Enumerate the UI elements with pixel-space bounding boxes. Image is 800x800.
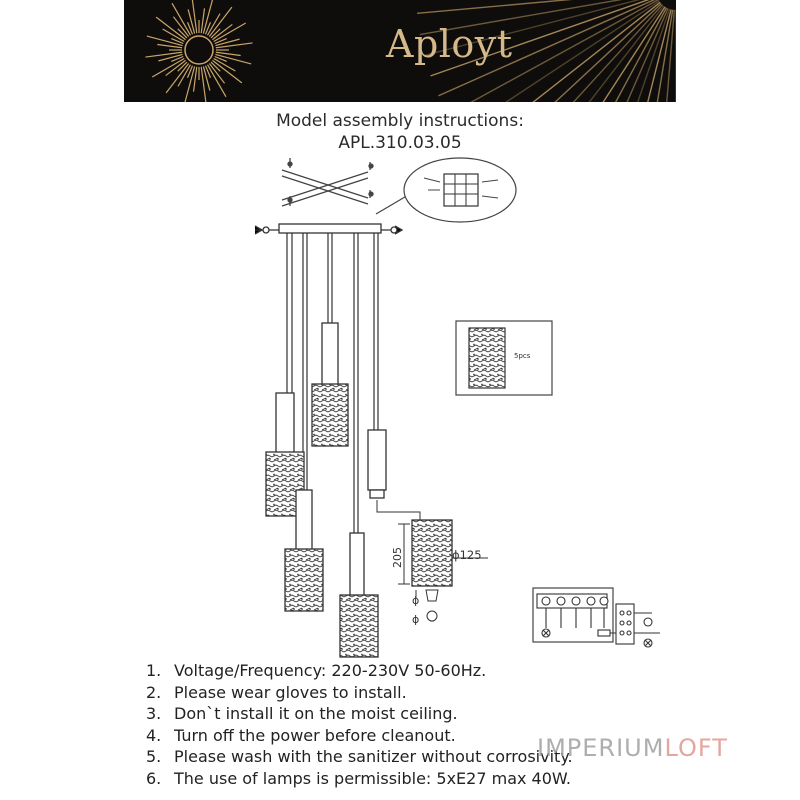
- assembly-drawing: 205 ϕ125 ϕ ϕ 5pcs: [254, 157, 660, 658]
- sunburst-icon: [145, 0, 676, 102]
- pendant-5-exploded: [367, 429, 453, 598]
- shade-detail-box: 5pcs: [455, 320, 553, 396]
- instruction-item: 5.Please wash with the sanitizer without…: [146, 747, 573, 766]
- bulb-icon: ϕ ϕ: [412, 589, 439, 626]
- instruction-item: 6.The use of lamps is permissible: 5xE27…: [146, 768, 571, 788]
- instruction-list: 1.Voltage/Frequency: 220-230V 50-60Hz. 2…: [146, 660, 706, 789]
- ceiling-canopy: [254, 223, 404, 235]
- brand-banner: Aployt: [124, 0, 676, 102]
- watermark: IMPERIUMLOFT: [537, 734, 728, 762]
- svg-text:ϕ: ϕ: [412, 613, 419, 626]
- pendant-3: [284, 489, 324, 612]
- height-label: 205: [391, 547, 404, 568]
- watermark-part1: IMPERIUM: [537, 734, 665, 762]
- instruction-item: 3.Don`t install it on the moist ceiling.: [146, 704, 458, 723]
- dimension-marks: [398, 523, 488, 585]
- diameter-label: ϕ125: [452, 548, 482, 562]
- instruction-item: 1.Voltage/Frequency: 220-230V 50-60Hz.: [146, 661, 487, 680]
- watermark-part2: LOFT: [664, 734, 728, 762]
- pendant-2: [311, 322, 349, 447]
- terminal-callout: [375, 157, 517, 223]
- svg-text:ϕ: ϕ: [412, 594, 419, 607]
- wiring-diagram: [532, 587, 660, 648]
- pendant-4: [339, 532, 379, 658]
- brand-logo: Aployt: [386, 22, 513, 66]
- instruction-item: 4.Turn off the power before cleanout.: [146, 725, 456, 745]
- mounting-bracket: [281, 158, 374, 207]
- shade-count-label: 5pcs: [514, 352, 531, 360]
- instruction-item: 2.Please wear gloves to install.: [146, 682, 407, 702]
- suspension-cords: [286, 233, 379, 535]
- page-title: Model assembly instructions:: [276, 111, 524, 131]
- model-number: APL.310.03.05: [338, 133, 462, 153]
